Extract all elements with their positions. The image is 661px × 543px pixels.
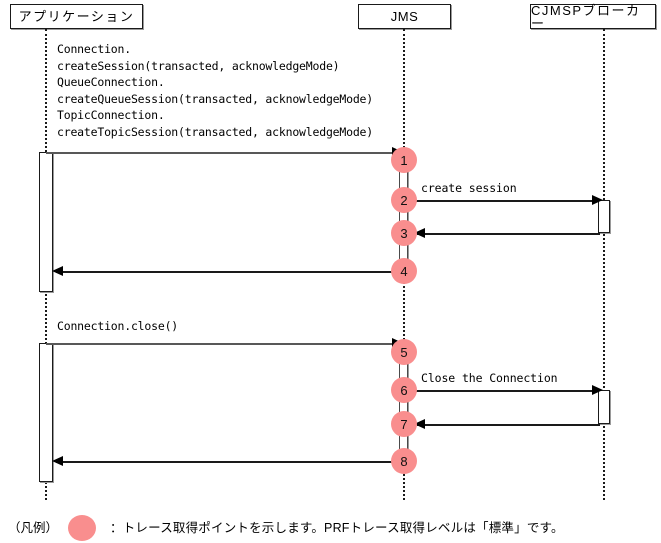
message-line-7 (417, 424, 600, 426)
activation-application-2 (39, 343, 53, 482)
tracepoint-7: 7 (391, 411, 417, 437)
participant-box-application: アプリケーション (10, 4, 143, 29)
tracepoint-number-6: 6 (400, 382, 408, 398)
code-line-1: Connection. (57, 42, 131, 56)
participant-box-jms: JMS (358, 4, 451, 29)
message-line-8 (56, 461, 401, 463)
message-line-5 (46, 343, 394, 345)
participant-label-broker: CJMSPブローカー (531, 2, 641, 31)
tracepoint-number-2: 2 (400, 192, 408, 208)
code-line-6: createTopicSession(transacted, acknowled… (57, 124, 374, 139)
code-block-create-session: Connection. createSession(transacted, ac… (57, 41, 373, 140)
message-arrowhead-7 (414, 419, 425, 429)
activation-broker-2 (598, 390, 610, 424)
legend-prefix: （凡例） (8, 520, 59, 535)
message-arrowhead-8 (52, 456, 63, 466)
legend: （凡例） ：トレース取得ポイントを示します。PRFトレース取得レベルは「標準」で… (8, 515, 564, 541)
tracepoint-4: 4 (391, 258, 417, 284)
message-label-2: create session (421, 181, 517, 195)
message-arrowhead-6 (592, 385, 603, 395)
tracepoint-3: 3 (391, 220, 417, 246)
code-block-connection-close: Connection.close() (57, 318, 178, 335)
message-label-6: Close the Connection (421, 371, 558, 385)
tracepoint-number-1: 1 (400, 152, 408, 168)
tracepoint-6: 6 (391, 377, 417, 403)
message-line-2 (410, 200, 594, 202)
activation-broker-1 (598, 200, 610, 233)
code-line-2: createSession(transacted, acknowledgeMod… (57, 58, 340, 73)
message-line-4 (56, 271, 401, 273)
participant-label-jms: JMS (390, 9, 419, 24)
participant-label-application: アプリケーション (18, 9, 135, 24)
tracepoint-5: 5 (391, 339, 417, 365)
tracepoint-8: 8 (391, 448, 417, 474)
activation-application-1 (39, 152, 53, 292)
tracepoint-number-8: 8 (400, 453, 408, 469)
tracepoint-number-7: 7 (400, 416, 408, 432)
message-line-6 (410, 390, 594, 392)
tracepoint-number-3: 3 (400, 225, 408, 241)
message-arrowhead-2 (592, 195, 603, 205)
code-line-3: QueueConnection. (57, 75, 165, 89)
tracepoint-number-4: 4 (400, 263, 408, 279)
legend-tracepoint-icon (68, 515, 97, 541)
message-arrowhead-3 (414, 228, 425, 238)
legend-description: ：トレース取得ポイントを示します。PRFトレース取得レベルは「標準」です。 (110, 520, 564, 535)
code-line-4: createQueueSession(transacted, acknowled… (57, 91, 374, 106)
tracepoint-number-5: 5 (400, 344, 408, 360)
message-line-3 (417, 233, 600, 235)
code-line-close: Connection.close() (57, 319, 179, 333)
tracepoint-1: 1 (391, 147, 417, 173)
tracepoint-2: 2 (391, 187, 417, 213)
lifeline-broker (603, 29, 605, 500)
code-line-5: TopicConnection. (57, 108, 165, 122)
message-arrowhead-4 (52, 266, 63, 276)
message-line-1 (46, 152, 394, 154)
participant-box-broker: CJMSPブローカー (530, 2, 656, 31)
